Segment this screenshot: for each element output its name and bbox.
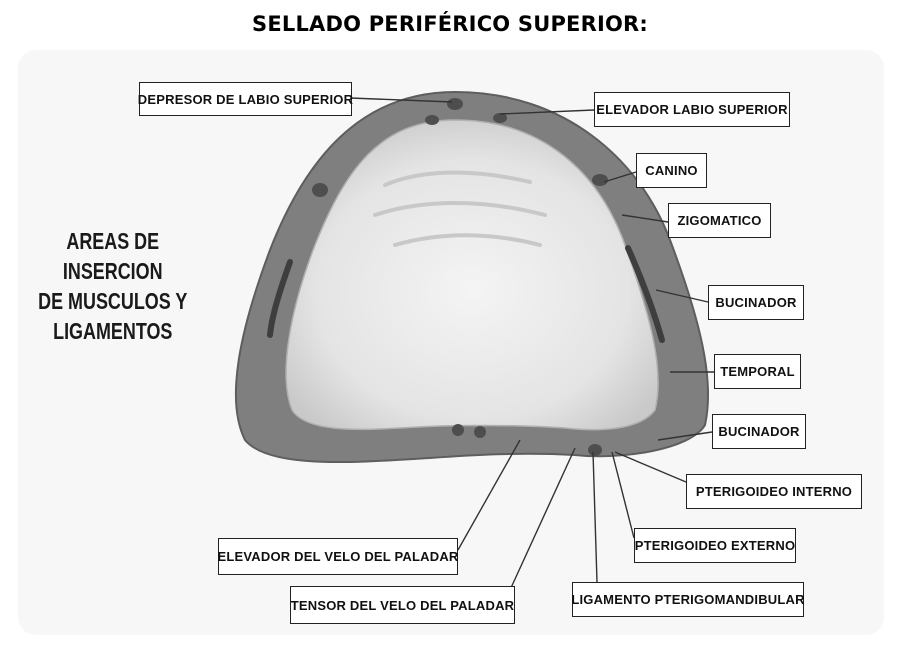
palate-surface xyxy=(285,119,659,431)
palatal-rugae xyxy=(373,170,547,247)
label-ligamento-pterigomandibular: LIGAMENTO PTERIGOMANDIBULAR xyxy=(571,582,805,617)
side-note-line-3: LIGAMENTOS xyxy=(53,318,173,344)
label-tensor-velo-paladar: TENSOR DEL VELO DEL PALADAR xyxy=(290,586,515,624)
side-note-line-2: DE MUSCULOS Y xyxy=(38,288,188,314)
right-groove xyxy=(625,245,665,343)
label-bucinador-upper: BUCINADOR xyxy=(708,285,804,320)
side-note-line-1: AREAS DE INSERCION xyxy=(62,228,163,284)
diagram-title: SELLADO PERIFÉRICO SUPERIOR: xyxy=(252,12,648,36)
label-canino: CANINO xyxy=(636,153,707,188)
label-pterigoideo-interno: PTERIGOIDEO INTERNO xyxy=(686,474,862,509)
label-elevador-velo-paladar: ELEVADOR DEL VELO DEL PALADAR xyxy=(217,538,458,575)
label-depresor-labio-superior: DEPRESOR DE LABIO SUPERIOR xyxy=(138,82,353,116)
label-zigomatico: ZIGOMATICO xyxy=(668,203,771,238)
label-elevador-labio-superior: ELEVADOR LABIO SUPERIOR xyxy=(594,92,790,127)
insertion-marks xyxy=(312,98,608,456)
leader-lines xyxy=(349,97,714,591)
side-note: AREAS DE INSERCION DE MUSCULOS Y LIGAMEN… xyxy=(25,226,201,346)
label-temporal: TEMPORAL xyxy=(714,354,801,389)
left-groove xyxy=(267,259,293,338)
label-bucinador-lower: BUCINADOR xyxy=(712,414,806,449)
label-pterigoideo-externo: PTERIGOIDEO EXTERNO xyxy=(634,528,796,563)
